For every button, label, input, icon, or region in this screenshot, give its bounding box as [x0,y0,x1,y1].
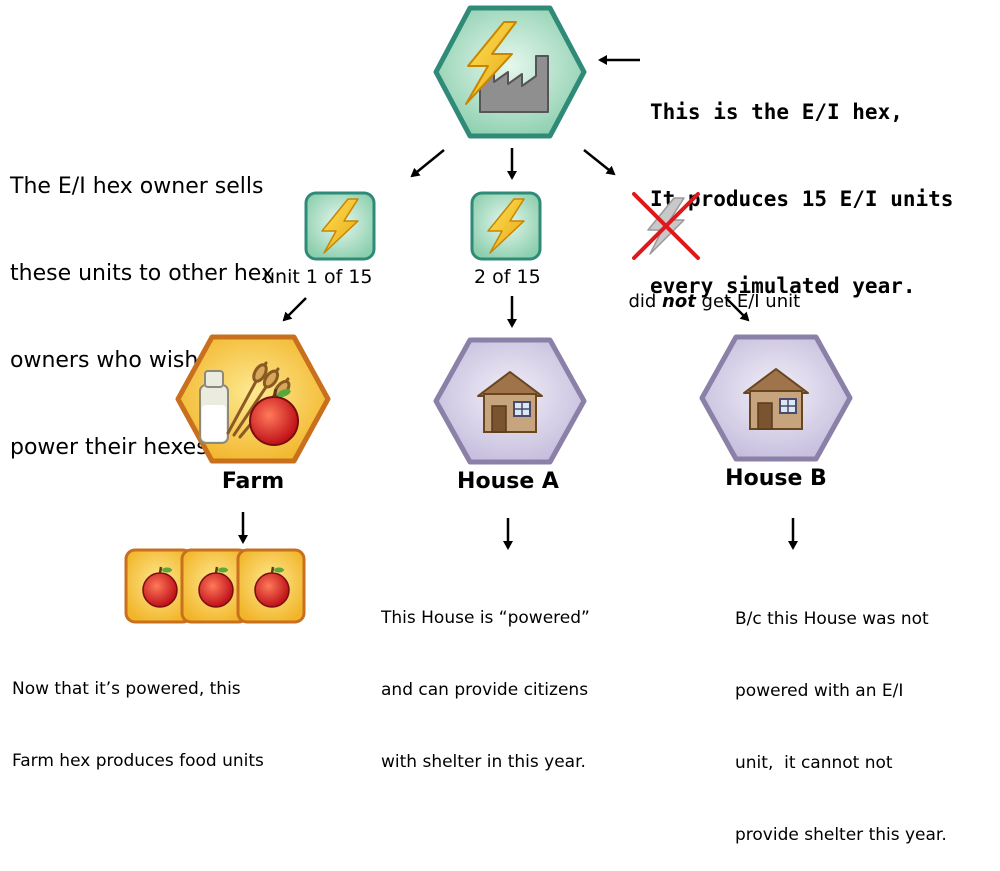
house-a-caption-line: with shelter in this year. [381,752,586,772]
ei-callout-line: every simulated year. [650,274,916,298]
cross-mark-icon [632,192,700,260]
no-unit-label-pre: did [628,291,663,312]
food-units [124,548,306,624]
farm-caption: Now that it’s powered, this Farm hex pro… [12,629,264,797]
house-b-caption-line: B/c this House was not [735,609,929,629]
callout-arrow [598,55,640,65]
no-unit-label: did not get E/I unit [617,270,800,312]
food-unit-tile[interactable] [180,548,250,624]
no-unit-label-emphasis: not [662,291,696,312]
unit-1-label: unit 1 of 15 [263,266,373,288]
lightning-bolt-icon [321,198,359,254]
apple-icon [198,572,234,608]
milk-bottle-icon [199,370,229,444]
ei-callout-line: This is the E/I hex, [650,100,903,124]
missing-unit-icon [632,192,700,260]
arrow-to-unit1 [410,149,445,178]
house-b-hex-name: House B [725,466,827,491]
food-unit-tile[interactable] [236,548,306,624]
house-b-hex[interactable] [698,333,854,463]
owner-description-line: The E/I hex owner sells [10,174,264,199]
house-b-caption-line: unit, it cannot not [735,753,893,773]
farm-hex-name: Farm [221,469,285,494]
ei-unit-tile-1[interactable] [304,191,376,261]
ei-callout-line: It produces 15 E/I units [650,187,954,211]
ei-hex[interactable] [432,4,588,140]
farm-hex[interactable] [174,333,332,465]
house-b-caption-line: provide shelter this year. [735,825,947,845]
owner-description-line: these units to other hex [10,261,274,286]
apple-icon [249,388,299,446]
arrow-nounit-to-house-b [725,297,750,322]
apple-icon [142,572,178,608]
house-a-caption-line: This House is “powered” [381,608,590,628]
arrows-to-units [238,148,798,550]
lightning-bolt-icon [487,198,525,254]
house-icon [743,368,809,430]
arrow-unit1-to-farm [282,297,307,322]
house-a-hex[interactable] [432,336,588,466]
house-b-caption: B/c this House was not powered with an E… [735,559,947,871]
ei-unit-tile-2[interactable] [470,191,542,261]
food-unit-tile[interactable] [124,548,194,624]
house-a-hex-name: House A [457,469,559,494]
house-b-caption-line: powered with an E/I [735,681,904,701]
house-icon [477,371,543,433]
owner-description-line: power their hexes. [10,435,215,460]
unit-2-label: 2 of 15 [474,266,541,288]
house-a-caption-line: and can provide citizens [381,680,589,700]
farm-caption-line: Farm hex produces food units [12,751,264,771]
lightning-bolt-icon [465,21,517,105]
apple-icon [254,572,290,608]
no-unit-label-post: get E/I unit [695,291,801,312]
house-a-caption: This House is “powered” and can provide … [381,558,590,798]
arrow-to-nounit [583,149,616,176]
ei-callout: This is the E/I hex, It produces 15 E/I … [650,40,953,330]
